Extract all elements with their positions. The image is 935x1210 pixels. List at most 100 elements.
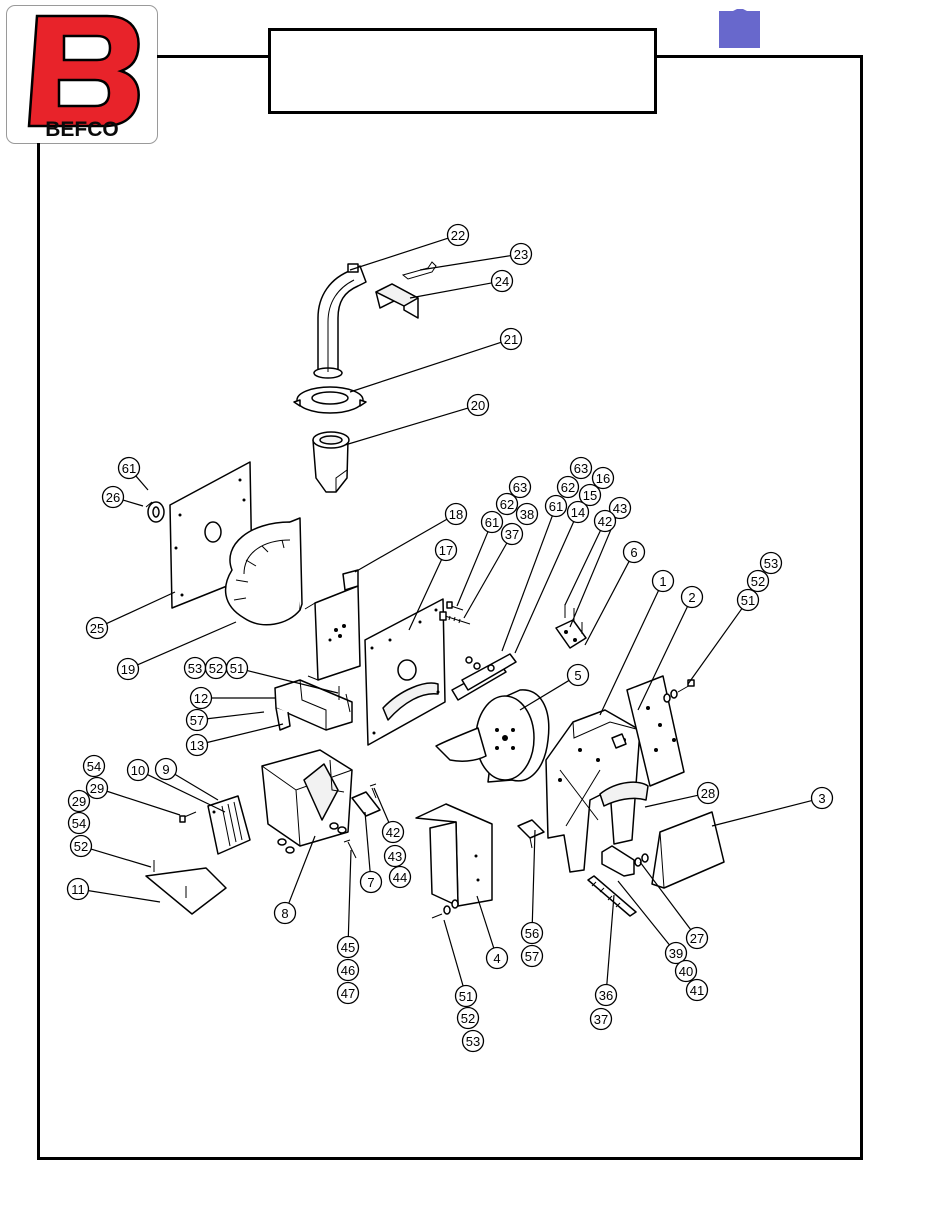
callout-number: 61 <box>549 499 563 514</box>
part-threaded-shaft <box>587 875 637 917</box>
leader-line-c24 <box>409 282 492 299</box>
callout-c42a: 42 <box>593 509 617 533</box>
callout-c2: 2 <box>680 585 704 609</box>
callout-circle <box>674 959 698 983</box>
callout-number: 20 <box>471 398 485 413</box>
callout-number: 57 <box>190 713 204 728</box>
part-mount-bracket <box>274 679 353 731</box>
callout-circle <box>589 1007 613 1031</box>
callout-circle <box>66 877 90 901</box>
bookmark-tab-icon[interactable] <box>719 9 760 48</box>
part-feed-hopper <box>261 749 353 854</box>
callout-circle <box>520 921 544 945</box>
part-frame-stand <box>545 709 649 873</box>
callout-circle <box>566 500 590 524</box>
callout-c37a: 37 <box>500 522 524 546</box>
callout-number: 21 <box>504 332 518 347</box>
callout-number: 22 <box>451 228 465 243</box>
callout-c5: 5 <box>566 663 590 687</box>
callout-number: 26 <box>106 490 120 505</box>
callout-circle <box>810 786 834 810</box>
callout-circle <box>499 327 523 351</box>
callout-circle <box>336 958 360 982</box>
callout-number: 17 <box>439 543 453 558</box>
callout-circle <box>336 981 360 1005</box>
part-bolts-right <box>663 679 695 703</box>
callout-number: 1 <box>659 574 666 589</box>
callout-c42b: 42 <box>381 820 405 844</box>
leader-line-c2 <box>637 606 689 711</box>
callout-circle <box>736 588 760 612</box>
callout-number: 29 <box>90 781 104 796</box>
callout-c28: 28 <box>696 781 720 805</box>
callout-circle <box>651 569 675 593</box>
leader-line-c25 <box>106 591 176 625</box>
part-spout-adapter <box>312 431 350 493</box>
leader-line-c51b <box>687 608 743 685</box>
part-rubber-flap <box>207 795 251 855</box>
callout-circle <box>556 475 580 499</box>
befco-logo: BEFCO <box>6 5 158 144</box>
callout-c18: 18 <box>444 502 468 526</box>
callout-number: 62 <box>561 480 575 495</box>
callout-c45: 45 <box>336 935 360 959</box>
leader-line-c27 <box>639 861 692 930</box>
callout-c11: 11 <box>66 877 90 901</box>
leader-line-c1 <box>599 590 660 716</box>
callout-circle <box>359 870 383 894</box>
callout-c7: 7 <box>359 870 383 894</box>
callout-circle <box>685 978 709 1002</box>
callout-circle <box>189 686 213 710</box>
part-output-chute <box>651 811 725 889</box>
callout-number: 43 <box>388 849 402 864</box>
frame-bottom <box>37 1157 863 1160</box>
callout-circle <box>508 475 532 499</box>
leader-line-c39 <box>617 880 670 946</box>
callout-number: 61 <box>485 515 499 530</box>
callout-circle <box>454 984 478 1008</box>
callout-c25: 25 <box>85 616 109 640</box>
callout-circle <box>381 820 405 844</box>
callout-number: 18 <box>449 507 463 522</box>
leader-line-c14 <box>514 521 575 654</box>
callout-circle <box>185 708 209 732</box>
callout-number: 25 <box>90 621 104 636</box>
part-deflector-hood <box>375 283 419 319</box>
callout-number: 51 <box>459 989 473 1004</box>
callout-number: 57 <box>525 949 539 964</box>
callout-number: 54 <box>72 816 86 831</box>
callout-circle <box>566 663 590 687</box>
callout-circle <box>500 522 524 546</box>
callout-circle <box>466 393 490 417</box>
callout-number: 36 <box>599 988 613 1003</box>
part-bolts-upper <box>439 601 471 625</box>
callout-c20: 20 <box>466 393 490 417</box>
callout-c22: 22 <box>446 223 470 247</box>
callout-circle <box>336 935 360 959</box>
callout-circle <box>388 865 412 889</box>
callout-circle <box>434 538 458 562</box>
leader-line-c29b <box>106 790 181 816</box>
callout-circle <box>509 242 533 266</box>
callout-number: 43 <box>613 501 627 516</box>
callout-circle <box>680 585 704 609</box>
callout-c62a: 62 <box>495 492 519 516</box>
callout-circle <box>85 776 109 800</box>
callout-c52a: 52 <box>204 656 228 680</box>
callout-circle <box>485 946 509 970</box>
callout-number: 45 <box>341 940 355 955</box>
callout-number: 42 <box>598 514 612 529</box>
callout-number: 11 <box>71 882 85 897</box>
callout-c57a: 57 <box>185 708 209 732</box>
callout-circle <box>67 789 91 813</box>
leader-line-c37a <box>463 542 508 619</box>
callout-c4: 4 <box>485 946 509 970</box>
leader-line-c11 <box>88 890 161 903</box>
callout-number: 53 <box>466 1034 480 1049</box>
leader-line-c7 <box>364 811 371 872</box>
callout-number: 47 <box>341 986 355 1001</box>
callout-number: 51 <box>741 593 755 608</box>
callout-circle <box>591 466 615 490</box>
callout-number: 54 <box>87 759 101 774</box>
